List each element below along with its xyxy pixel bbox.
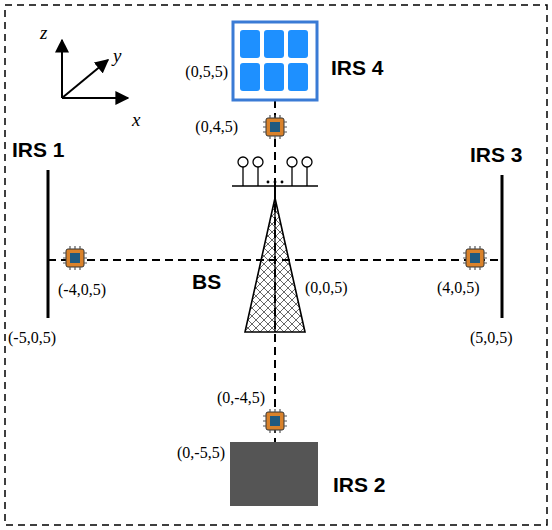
axis-label: x [132,110,140,131]
irs-element [264,30,284,58]
irs-element [288,30,308,58]
dashed-links [48,100,502,442]
coordinate-label: (4,0,5) [437,279,480,297]
irs-element [240,30,260,58]
coordinate-label: (0,4,5) [195,118,238,136]
coordinate-label: (0,-4,5) [217,389,265,407]
base-station [232,157,318,332]
axis-label: y [113,46,121,67]
irs-label: IRS 2 [333,473,386,496]
irs-panel [233,22,317,100]
irs-label: IRS 4 [331,56,384,79]
coordinate-label: (-4,0,5) [58,281,106,299]
irs-element [240,63,260,91]
irs-block [230,442,318,506]
irs-element [288,63,308,91]
coordinate-label: (-5,0,5) [8,329,56,347]
irs-surface [47,170,50,318]
irs-controller [263,409,287,433]
coordinate-label: (0,5,5) [185,63,228,81]
irs-controller [463,246,487,270]
irs-surface [501,175,504,318]
outer-border [5,5,547,525]
irs-label: IRS 1 [12,138,65,161]
axes [62,40,128,98]
irs-controller [263,115,287,139]
axis-label: z [40,23,47,44]
irs-label: IRS 3 [470,143,523,166]
coordinate-label: (0,-5,5) [177,444,225,462]
irs-label: BS [192,270,221,293]
coordinate-label: (5,0,5) [470,329,513,347]
coordinate-label: (0,0,5) [305,279,348,297]
irs-element [264,63,284,91]
irs-controller [63,246,87,270]
